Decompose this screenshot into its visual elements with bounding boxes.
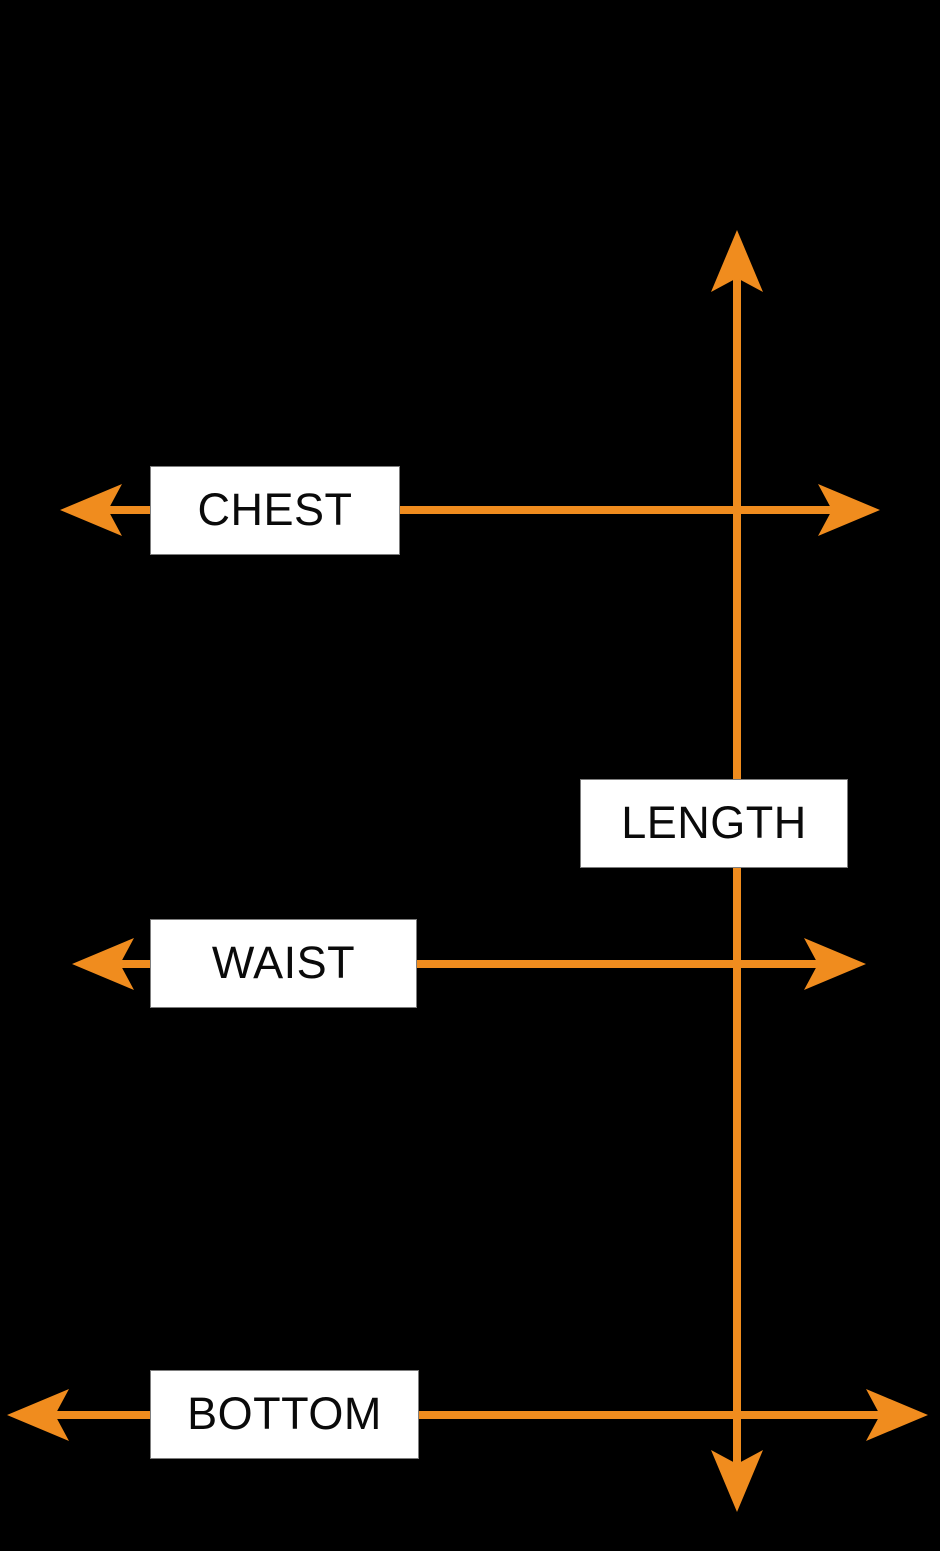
waist-arrow-head-left: [72, 938, 134, 990]
length-arrow-head-down: [711, 1450, 763, 1512]
waist-label-box: WAIST: [150, 919, 417, 1008]
chest-label-text: CHEST: [197, 484, 353, 535]
bottom-label-box: BOTTOM: [150, 1370, 419, 1459]
chest-label-box: CHEST: [150, 466, 400, 555]
chest-arrow-shaft: [98, 506, 842, 514]
chest-arrow-head-right: [818, 484, 880, 536]
bottom-arrow: [7, 1389, 928, 1441]
bottom-arrow-head-left: [7, 1389, 69, 1441]
chest-arrow-head-left: [60, 484, 122, 536]
chest-arrow: [60, 484, 880, 536]
waist-arrow: [72, 938, 866, 990]
waist-label-text: WAIST: [211, 937, 356, 988]
length-arrow: [711, 230, 763, 1512]
waist-arrow-shaft: [110, 960, 828, 968]
length-label-text: LENGTH: [621, 797, 807, 848]
bottom-arrow-shaft: [45, 1411, 890, 1419]
waist-arrow-head-right: [804, 938, 866, 990]
bottom-label-text: BOTTOM: [187, 1388, 382, 1439]
length-arrow-shaft: [733, 268, 741, 1474]
length-label-box: LENGTH: [580, 779, 848, 868]
bottom-arrow-head-right: [866, 1389, 928, 1441]
length-arrow-head-up: [711, 230, 763, 292]
